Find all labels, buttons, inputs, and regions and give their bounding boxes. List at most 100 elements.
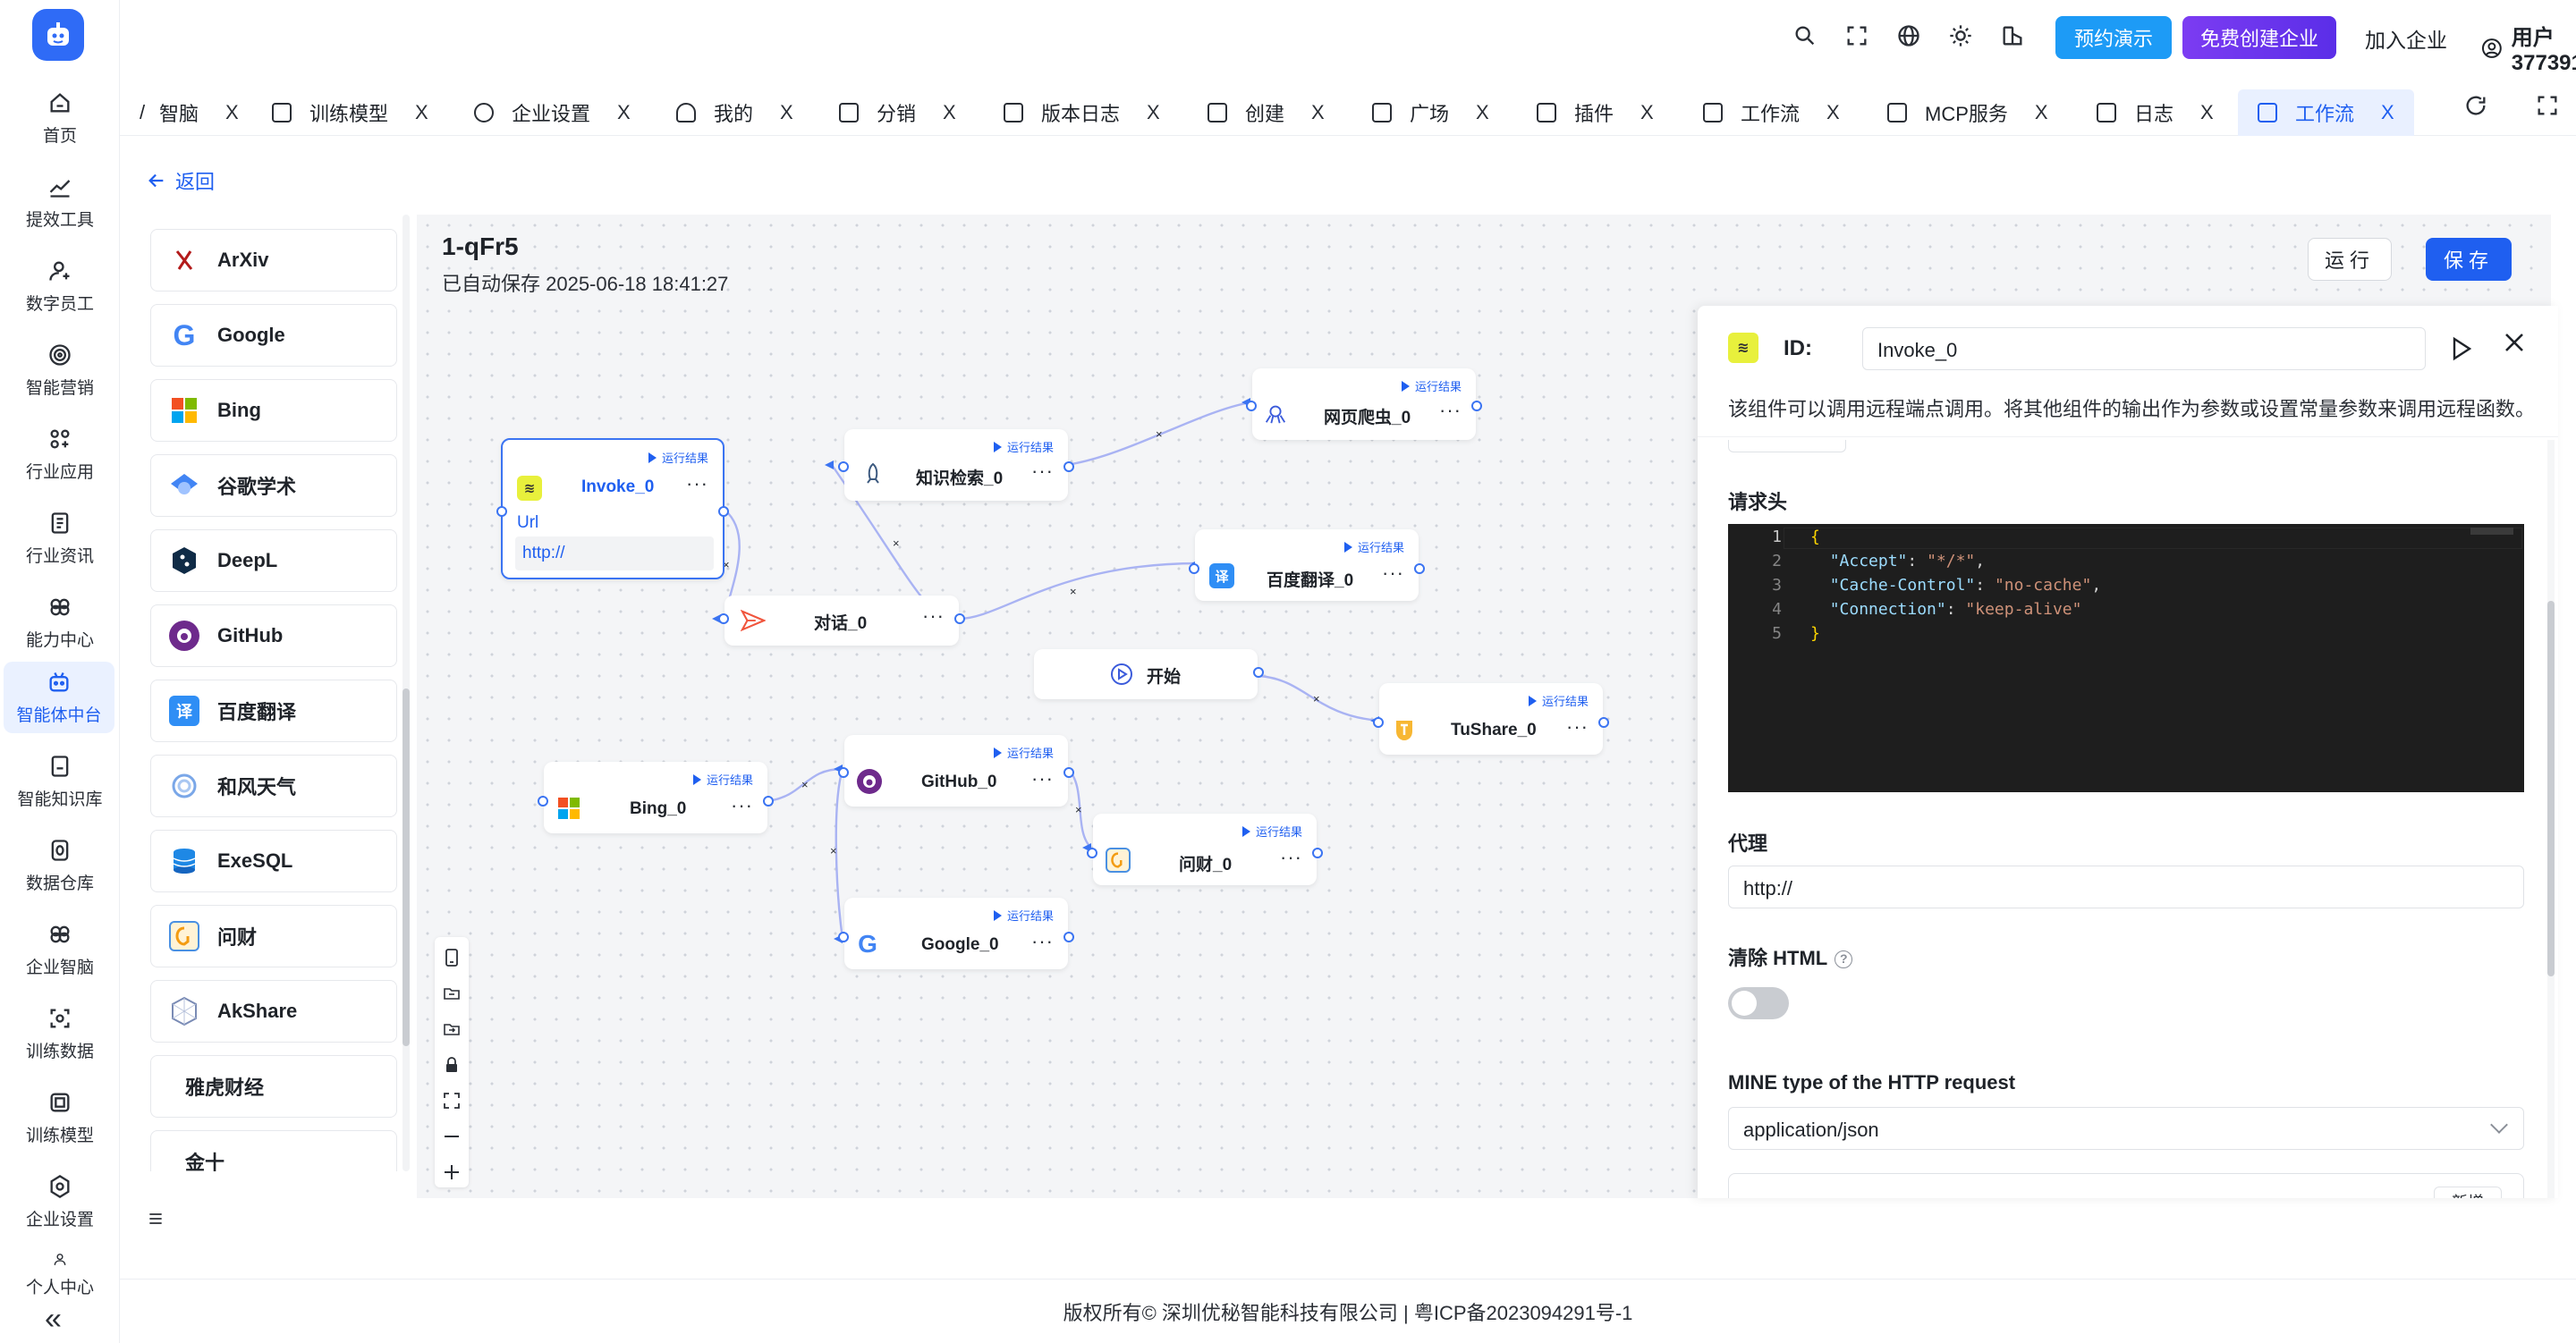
export-button[interactable] bbox=[442, 1016, 462, 1043]
run-button[interactable]: 运行 bbox=[2308, 238, 2392, 281]
rail-item-capability-center[interactable]: 能力中心 bbox=[0, 587, 120, 658]
node-dialog[interactable]: 对话_0 ··· bbox=[718, 595, 965, 646]
rail-item-knowledge-base[interactable]: 智能知识库 bbox=[0, 746, 120, 817]
component-wencai[interactable]: 问财 bbox=[150, 905, 397, 967]
fullscreen-button[interactable] bbox=[1841, 20, 1873, 52]
output-port[interactable] bbox=[1312, 848, 1323, 858]
run-result-link[interactable]: 运行结果 bbox=[648, 449, 708, 466]
save-button[interactable]: 保存 bbox=[2426, 238, 2512, 281]
run-result-link[interactable]: 运行结果 bbox=[693, 771, 753, 788]
rail-item-industry-apps[interactable]: 行业应用 bbox=[0, 418, 120, 490]
rail-item-enterprise-settings[interactable]: 企业设置 bbox=[0, 1166, 120, 1237]
tab-close-icon[interactable]: X bbox=[1311, 101, 1325, 123]
language-button[interactable] bbox=[1893, 20, 1925, 52]
rail-item-training-model[interactable]: 训练模型 bbox=[0, 1082, 120, 1153]
node-more-button[interactable]: ··· bbox=[1031, 930, 1054, 952]
output-port[interactable] bbox=[1414, 563, 1425, 574]
app-logo[interactable] bbox=[32, 9, 84, 61]
url-field[interactable]: http:// bbox=[515, 536, 714, 570]
node-bing[interactable]: 运行结果 Bing_0 ··· bbox=[538, 762, 774, 833]
run-result-link[interactable]: 运行结果 bbox=[994, 744, 1054, 761]
node-github[interactable]: 运行结果 GitHub_0 ··· bbox=[838, 735, 1074, 807]
node-more-button[interactable]: ··· bbox=[686, 472, 708, 494]
editor-minimap[interactable] bbox=[2470, 528, 2513, 535]
rail-item-agent-platform[interactable]: 智能体中台 bbox=[4, 662, 114, 733]
zoom-out-button[interactable] bbox=[442, 1123, 462, 1150]
expand-icon[interactable] bbox=[2535, 93, 2560, 118]
user-menu[interactable]: 用户37739171 bbox=[2481, 20, 2576, 76]
create-enterprise-button[interactable]: 免费创建企业 bbox=[2182, 16, 2336, 59]
component-github[interactable]: GitHub bbox=[150, 604, 397, 667]
tab-close-icon[interactable]: X bbox=[780, 101, 793, 123]
node-google[interactable]: 运行结果 G Google_0 ··· bbox=[838, 898, 1074, 969]
output-port[interactable] bbox=[1253, 667, 1264, 678]
clean-html-toggle[interactable] bbox=[1728, 987, 1789, 1019]
output-port[interactable] bbox=[1598, 717, 1609, 728]
node-start[interactable]: 开始 bbox=[1034, 649, 1264, 699]
component-akshare[interactable]: AkShare bbox=[150, 980, 397, 1043]
collapse-rail-button[interactable]: « bbox=[45, 1302, 62, 1336]
run-result-link[interactable]: 运行结果 bbox=[994, 438, 1054, 455]
zoom-in-button[interactable] bbox=[442, 1159, 462, 1186]
component-arxiv[interactable]: ArXiv bbox=[150, 229, 397, 291]
scrollbar-thumb[interactable] bbox=[402, 688, 410, 1046]
help-icon[interactable]: ? bbox=[1835, 950, 1853, 969]
component-google-scholar[interactable]: 谷歌学术 bbox=[150, 454, 397, 517]
rail-item-data-warehouse[interactable]: 数据仓库 bbox=[0, 830, 120, 901]
node-tushare[interactable]: 运行结果 TuShare_0 ··· bbox=[1373, 683, 1609, 755]
search-button[interactable] bbox=[1789, 20, 1821, 52]
component-jin10[interactable]: 金十 bbox=[150, 1130, 397, 1171]
layout-button[interactable] bbox=[1996, 20, 2029, 52]
add-param-button[interactable]: 新增 bbox=[2434, 1187, 2502, 1198]
node-more-button[interactable]: ··· bbox=[731, 794, 753, 816]
run-result-link[interactable]: 运行结果 bbox=[1402, 377, 1462, 394]
scrollbar-thumb[interactable] bbox=[2547, 601, 2555, 976]
tab-close-icon[interactable]: X bbox=[1476, 101, 1489, 123]
component-qweather[interactable]: 和风天气 bbox=[150, 755, 397, 817]
output-port[interactable] bbox=[1063, 767, 1074, 778]
tab-close-icon[interactable]: X bbox=[1640, 101, 1654, 123]
refresh-icon[interactable] bbox=[2463, 93, 2488, 118]
node-invoke[interactable]: 运行结果 ≋ Invoke_0 ··· Url http:// bbox=[496, 438, 729, 579]
list-toggle-button[interactable] bbox=[147, 1209, 165, 1234]
input-port[interactable] bbox=[1373, 717, 1384, 728]
component-baidu-translate[interactable]: 译 百度翻译 bbox=[150, 680, 397, 742]
mobile-view-button[interactable] bbox=[442, 944, 462, 971]
rail-item-industry-news[interactable]: 行业资讯 bbox=[0, 503, 120, 574]
node-knowledge-retrieval[interactable]: 运行结果 知识检索_0 ··· bbox=[838, 429, 1074, 501]
tab-close-icon[interactable]: X bbox=[617, 101, 631, 123]
component-exesql[interactable]: ExeSQL bbox=[150, 830, 397, 892]
node-more-button[interactable]: ··· bbox=[1566, 715, 1589, 738]
back-link[interactable]: 返回 bbox=[147, 166, 215, 195]
tab-close-icon[interactable]: X bbox=[2034, 101, 2048, 123]
proxy-input[interactable]: http:// bbox=[1728, 866, 2524, 908]
run-result-link[interactable]: 运行结果 bbox=[1529, 692, 1589, 709]
node-more-button[interactable]: ··· bbox=[1439, 399, 1462, 421]
node-more-button[interactable]: ··· bbox=[1382, 562, 1404, 584]
input-port[interactable] bbox=[838, 932, 849, 942]
input-port[interactable] bbox=[718, 613, 729, 624]
input-port[interactable] bbox=[496, 506, 507, 517]
close-panel-button[interactable] bbox=[2503, 329, 2526, 359]
component-deepl[interactable]: DeepL bbox=[150, 529, 397, 592]
tab-close-icon[interactable]: X bbox=[1826, 101, 1840, 123]
output-port[interactable] bbox=[954, 613, 965, 624]
headers-code-editor[interactable]: 1 2 3 4 5 { "Accept": "*/*", "Cache-Cont… bbox=[1728, 524, 2524, 792]
node-more-button[interactable]: ··· bbox=[1031, 460, 1054, 482]
output-port[interactable] bbox=[1063, 461, 1074, 472]
tab-close-icon[interactable]: X bbox=[2381, 101, 2394, 123]
rail-item-digital-staff[interactable]: 数字员工 bbox=[0, 250, 120, 322]
fit-view-button[interactable] bbox=[442, 1087, 462, 1114]
rail-item-training-data[interactable]: 训练数据 bbox=[0, 998, 120, 1069]
panel-scrollbar[interactable] bbox=[2547, 440, 2555, 1198]
node-wencai[interactable]: 运行结果 问财_0 ··· bbox=[1087, 814, 1323, 885]
run-result-link[interactable]: 运行结果 bbox=[1242, 823, 1302, 840]
